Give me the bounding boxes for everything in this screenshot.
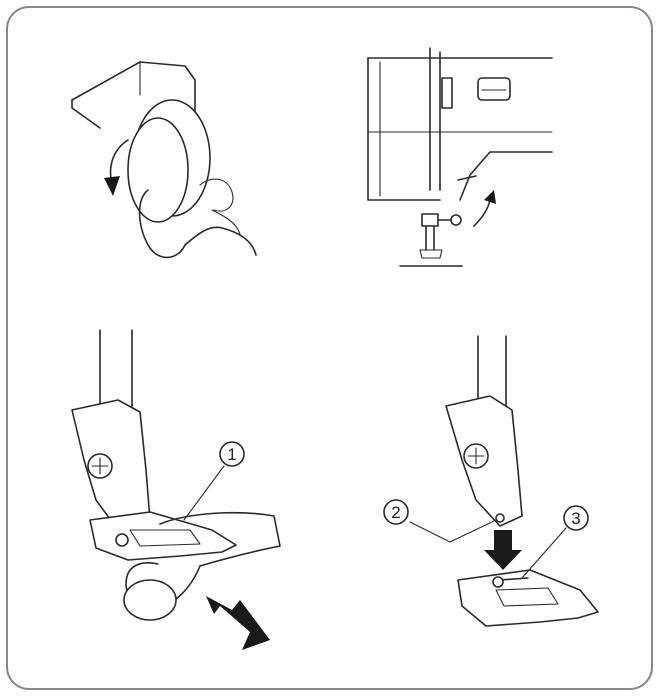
arrow-icon <box>206 596 270 650</box>
handwheel-panel <box>71 61 257 259</box>
callout-2-circle <box>383 499 409 525</box>
machine-edge <box>71 99 101 129</box>
foot-pin <box>499 577 529 581</box>
callout-1: 1 <box>227 445 236 464</box>
remove-foot-panel: 1 <box>71 329 281 650</box>
needle-bar <box>429 47 441 191</box>
lift-arrow <box>473 199 491 227</box>
thumb-tip <box>123 579 177 621</box>
hand-fingers <box>159 511 281 567</box>
thread-window <box>477 77 511 101</box>
machine-head <box>367 57 441 201</box>
callout-1-circle <box>219 441 245 467</box>
arrow-icon <box>484 530 522 570</box>
presser-lever-icon <box>457 175 477 181</box>
callout-3-circle <box>563 505 589 531</box>
presser-foot <box>89 511 237 561</box>
presser-bar <box>99 329 133 421</box>
attach-foot-panel: 2 3 <box>383 335 599 627</box>
hand-thumb <box>138 189 186 259</box>
machine-side <box>71 61 196 151</box>
hand-finger <box>199 178 234 212</box>
presser-lever-panel <box>367 47 553 267</box>
callout-3: 3 <box>571 509 580 528</box>
hand-palm <box>184 226 257 256</box>
arrow-icon <box>104 176 120 196</box>
callout-2: 2 <box>391 503 400 522</box>
handwheel-face <box>127 117 189 223</box>
